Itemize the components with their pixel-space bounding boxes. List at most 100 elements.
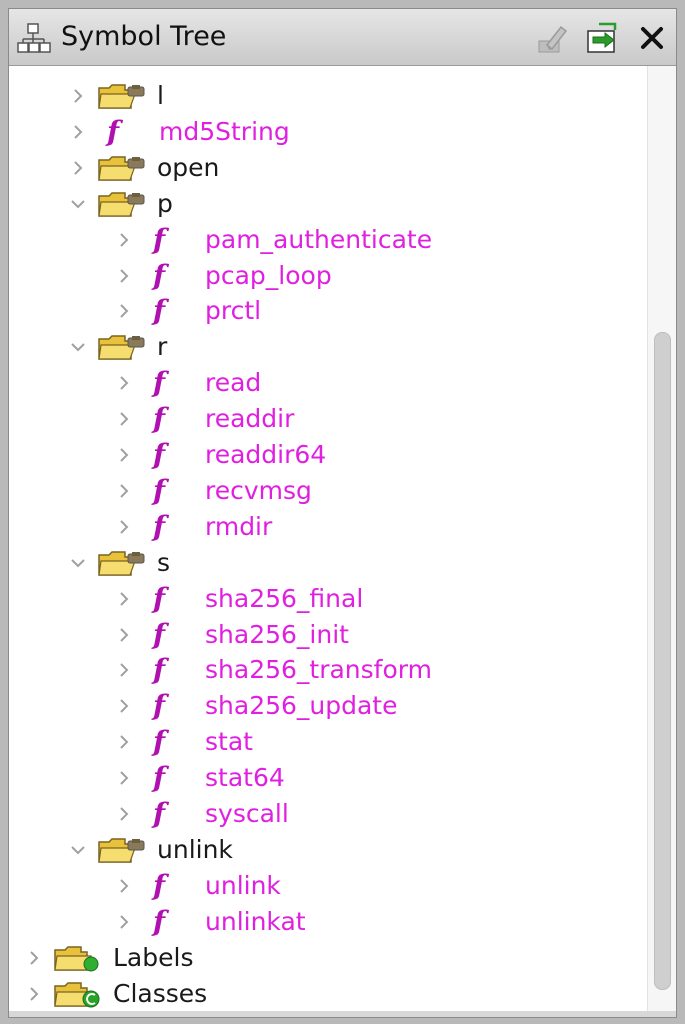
tree-node[interactable]: open (9, 150, 648, 186)
tree-node-label: unlink (205, 870, 281, 900)
scrollbar-thumb[interactable] (654, 332, 671, 990)
labels-folder-icon (53, 944, 103, 972)
tree-node[interactable]: p (9, 186, 648, 222)
tree-node[interactable]: r (9, 329, 648, 365)
function-icon: f (153, 222, 166, 256)
chevron-right-icon[interactable] (115, 590, 133, 608)
close-icon (641, 27, 663, 49)
chevron-right-icon[interactable] (115, 374, 133, 392)
tree-node[interactable]: s (9, 545, 648, 581)
chevron-down-icon[interactable] (69, 338, 87, 356)
tree-node[interactable]: f unlink (9, 868, 648, 904)
tree-node-label: rmdir (205, 511, 273, 541)
chevron-right-icon[interactable] (115, 877, 133, 895)
folder-icon (97, 82, 147, 110)
tree-node-label: sha256_update (205, 691, 398, 721)
tree-node-label: open (157, 152, 220, 182)
folder-icon (97, 549, 147, 577)
tree-node[interactable]: unlink (9, 832, 648, 868)
folder-icon (97, 836, 147, 864)
vertical-scrollbar[interactable] (647, 66, 676, 1017)
tree-node[interactable]: f rmdir (9, 509, 648, 545)
chevron-right-icon[interactable] (115, 410, 133, 428)
function-icon: f (153, 438, 166, 471)
function-icon: f (153, 366, 166, 400)
chevron-right-icon[interactable] (115, 769, 133, 787)
tree-node-label: prctl (205, 296, 262, 326)
tree-node-label: stat64 (205, 763, 285, 793)
tree-node-label: md5String (159, 116, 290, 146)
chevron-right-icon[interactable] (115, 446, 133, 464)
chevron-right-icon[interactable] (115, 661, 133, 679)
function-icon: f (153, 904, 166, 938)
function-icon: f (153, 258, 166, 292)
chevron-down-icon[interactable] (69, 195, 87, 213)
chevron-down-icon[interactable] (69, 841, 87, 859)
edit-button[interactable] (535, 21, 569, 55)
function-icon: f (153, 653, 166, 687)
chevron-right-icon[interactable] (115, 697, 133, 715)
panel-title: Symbol Tree (61, 21, 227, 52)
function-icon: f (153, 725, 166, 759)
chevron-right-icon[interactable] (115, 626, 133, 644)
navigate-icon (587, 22, 617, 53)
tree-node-label: sha256_transform (205, 655, 432, 685)
tree-node[interactable]: f sha256_transform (9, 652, 648, 688)
folder-icon (97, 333, 147, 361)
chevron-right-icon[interactable] (115, 231, 133, 249)
function-icon: f (153, 473, 166, 507)
tree-node-label: recvmsg (205, 475, 312, 505)
tree-node-label: syscall (205, 799, 289, 828)
chevron-right-icon[interactable] (115, 302, 133, 320)
chevron-right-icon[interactable] (25, 949, 43, 967)
close-button[interactable] (635, 21, 669, 55)
chevron-right-icon[interactable] (25, 985, 43, 1003)
folder-icon (97, 190, 147, 218)
chevron-right-icon[interactable] (115, 913, 133, 931)
tree-node[interactable]: Classes (9, 976, 648, 1012)
tree-node[interactable]: Labels (9, 940, 648, 976)
function-icon: f (153, 761, 166, 795)
tree-node-label: s (157, 547, 171, 577)
chevron-right-icon[interactable] (69, 159, 87, 177)
function-icon: f (153, 509, 166, 543)
tree-node-label: p (157, 188, 173, 218)
tree-node-label: readdir (205, 404, 295, 434)
chevron-right-icon[interactable] (115, 482, 133, 500)
chevron-right-icon[interactable] (115, 805, 133, 823)
chevron-right-icon[interactable] (69, 123, 87, 141)
tree-node[interactable]: f md5String (9, 114, 648, 150)
chevron-right-icon[interactable] (115, 733, 133, 751)
chevron-down-icon[interactable] (69, 554, 87, 572)
tree-node[interactable]: f stat64 (9, 760, 648, 796)
tree-node[interactable]: l (9, 78, 648, 114)
tree-node-label: read (205, 368, 262, 398)
chevron-right-icon[interactable] (115, 518, 133, 536)
tree-node[interactable]: f read (9, 365, 648, 401)
function-icon: f (153, 868, 166, 902)
tree-node-label: Labels (113, 942, 194, 972)
tree-node[interactable]: f recvmsg (9, 473, 648, 509)
chevron-right-icon[interactable] (115, 267, 133, 285)
edit-disabled-icon (538, 25, 568, 53)
navigate-button[interactable] (585, 21, 619, 55)
chevron-right-icon[interactable] (69, 87, 87, 105)
function-icon: f (107, 114, 120, 148)
function-icon: f (153, 797, 166, 830)
tree-node[interactable]: f syscall (9, 796, 648, 832)
tree-node-label: sha256_init (205, 619, 349, 649)
classes-folder-icon (53, 980, 103, 1008)
tree-node-label: l (157, 81, 164, 110)
